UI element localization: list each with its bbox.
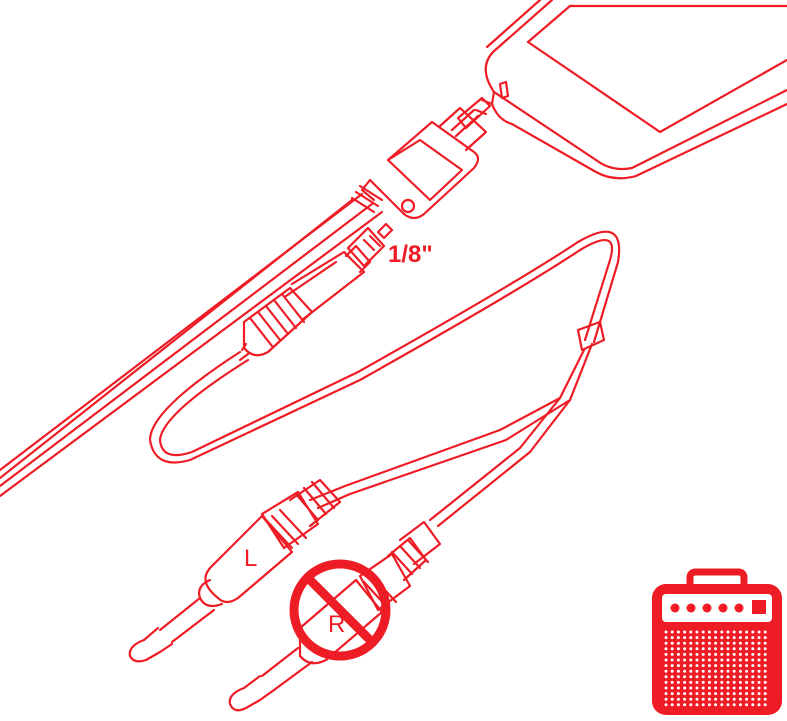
connector-size-label: 1/8" bbox=[388, 241, 433, 268]
guitar-amp-icon bbox=[652, 572, 782, 715]
mini-plug-into-phone bbox=[440, 98, 492, 150]
smartphone bbox=[486, 0, 787, 178]
no-symbol-icon bbox=[294, 564, 386, 656]
left-plug-label: L bbox=[244, 545, 257, 572]
splitter-cable-loop bbox=[150, 232, 619, 526]
long-cable bbox=[0, 194, 382, 496]
mini-plug-splitter bbox=[240, 224, 392, 360]
